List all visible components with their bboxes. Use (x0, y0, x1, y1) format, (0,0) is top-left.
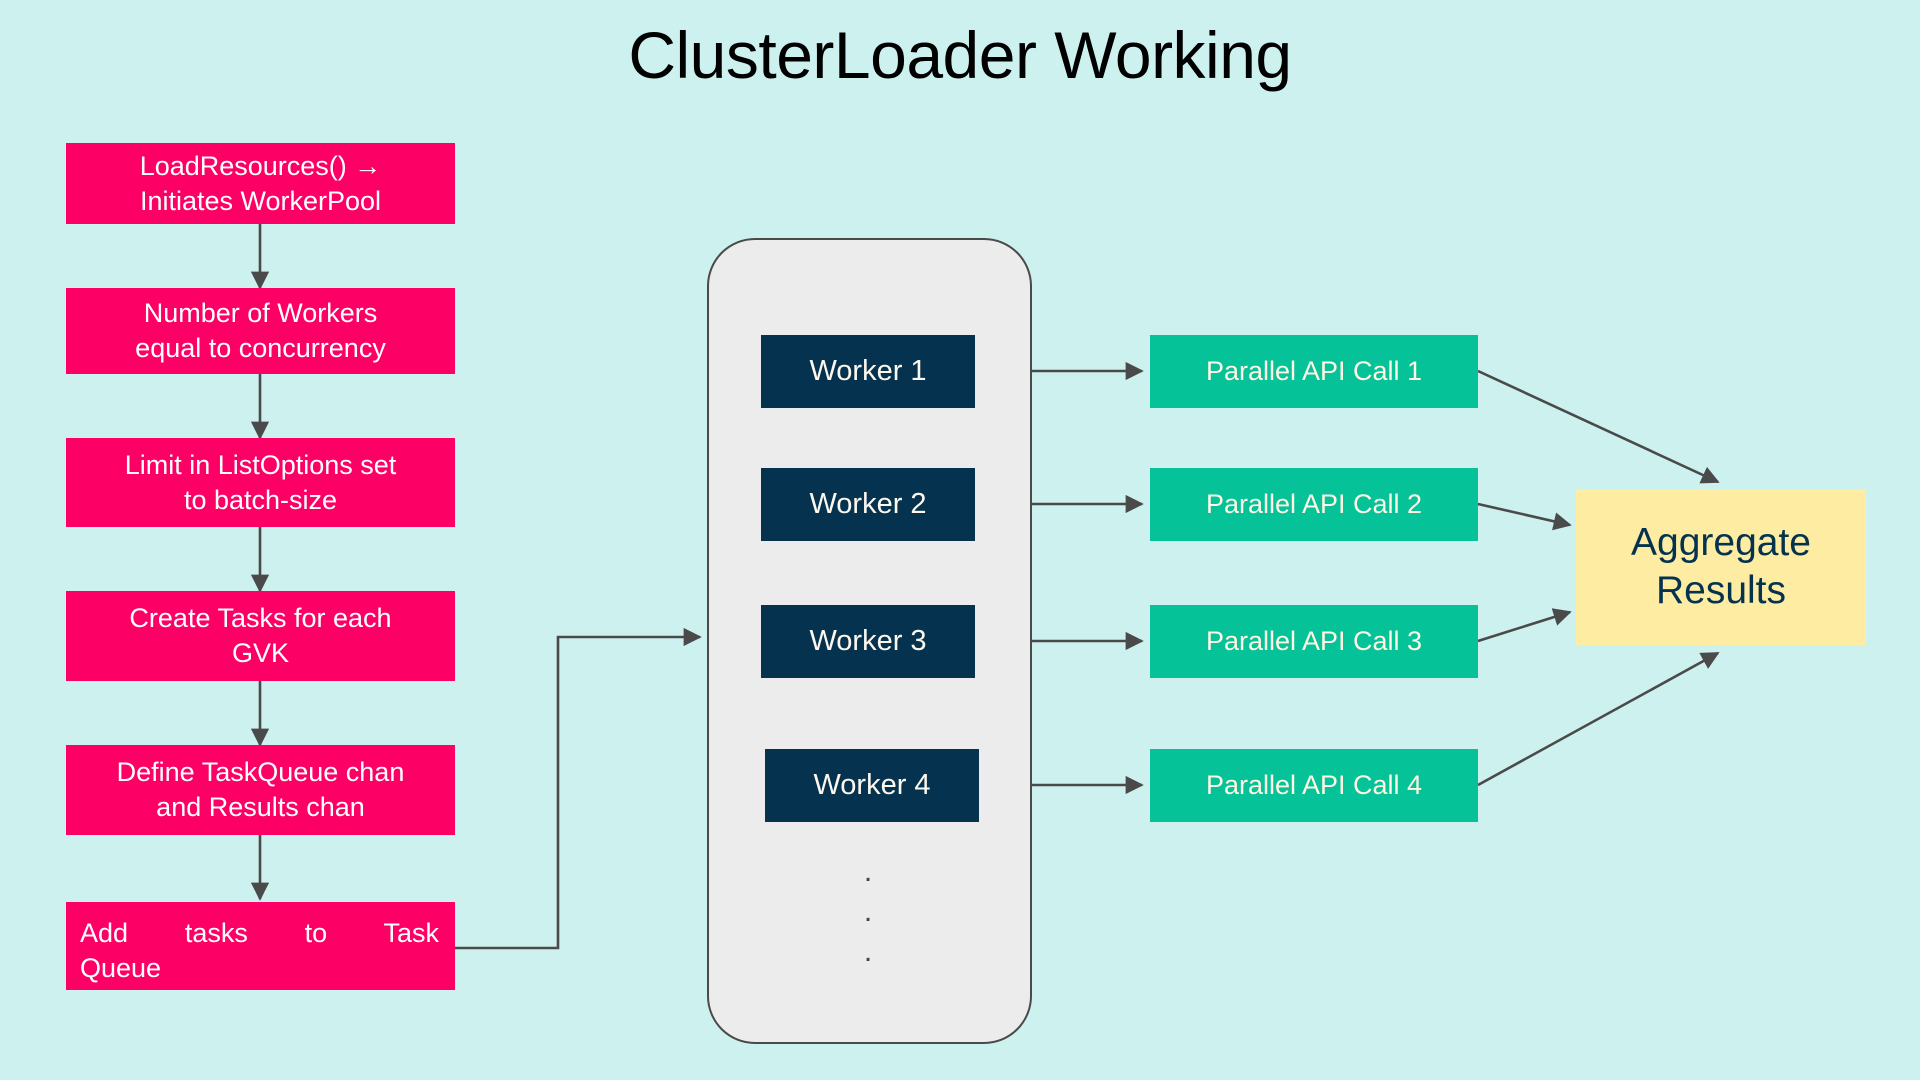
edge-api3-to-aggregate (1477, 608, 1572, 643)
parallel-api-call-3[interactable]: Parallel API Call 3 (1150, 605, 1478, 678)
worker-ellipsis: . . . (848, 852, 888, 972)
edge-api2-to-aggregate (1477, 502, 1572, 531)
step-number-of-workers-line1: Number of Workers (143, 298, 378, 329)
parallel-api-call-4[interactable]: Parallel API Call 4 (1150, 749, 1478, 822)
worker-2[interactable]: Worker 2 (761, 468, 975, 541)
step-load-resources-line2: Initiates WorkerPool (139, 185, 382, 216)
edge-api1-to-aggregate (1477, 369, 1720, 484)
step-limit-listoptions[interactable]: Limit in ListOptions set to batch-size (66, 438, 455, 527)
step-define-taskqueue[interactable]: Define TaskQueue chan and Results chan (66, 745, 455, 835)
worker-4[interactable]: Worker 4 (765, 749, 979, 822)
aggregate-results-line1: Aggregate (1631, 521, 1811, 565)
step-number-of-workers-line2: equal to concurrency (135, 333, 386, 363)
step-create-tasks-line1: Create Tasks for each (129, 603, 392, 634)
step-load-resources[interactable]: LoadResources() → Initiates WorkerPool (66, 143, 455, 224)
edge-api4-to-aggregate (1477, 651, 1720, 787)
ellipsis-dot-3: . (863, 935, 873, 968)
aggregate-results-line2: Results (1655, 569, 1787, 612)
step-limit-listoptions-line1: Limit in ListOptions set (124, 449, 397, 480)
step-define-taskqueue-line1: Define TaskQueue chan (116, 757, 405, 788)
step-create-tasks-line2: GVK (231, 638, 289, 668)
step-number-of-workers[interactable]: Number of Workers equal to concurrency (66, 288, 455, 374)
step-limit-listoptions-line2: to batch-size (183, 484, 338, 515)
step-create-tasks[interactable]: Create Tasks for each GVK (66, 591, 455, 681)
step-define-taskqueue-line2: and Results chan (156, 792, 365, 822)
parallel-api-call-2[interactable]: Parallel API Call 2 (1150, 468, 1478, 541)
worker-1[interactable]: Worker 1 (761, 335, 975, 408)
aggregate-results[interactable]: Aggregate Results (1576, 489, 1866, 645)
parallel-api-call-1[interactable]: Parallel API Call 1 (1150, 335, 1478, 408)
page-title: ClusterLoader Working (628, 18, 1292, 92)
step-load-resources-line1: LoadResources() → (139, 150, 382, 181)
step-add-tasks[interactable]: Add tasks to Task Queue (66, 902, 455, 990)
step-add-tasks-line1: Add tasks to Task (80, 918, 439, 948)
edge-add-to-pool (455, 627, 702, 950)
worker-3[interactable]: Worker 3 (761, 605, 975, 678)
ellipsis-dot-2: . (863, 895, 873, 928)
step-add-tasks-line2: Queue (80, 952, 162, 983)
ellipsis-dot-1: . (863, 855, 873, 888)
